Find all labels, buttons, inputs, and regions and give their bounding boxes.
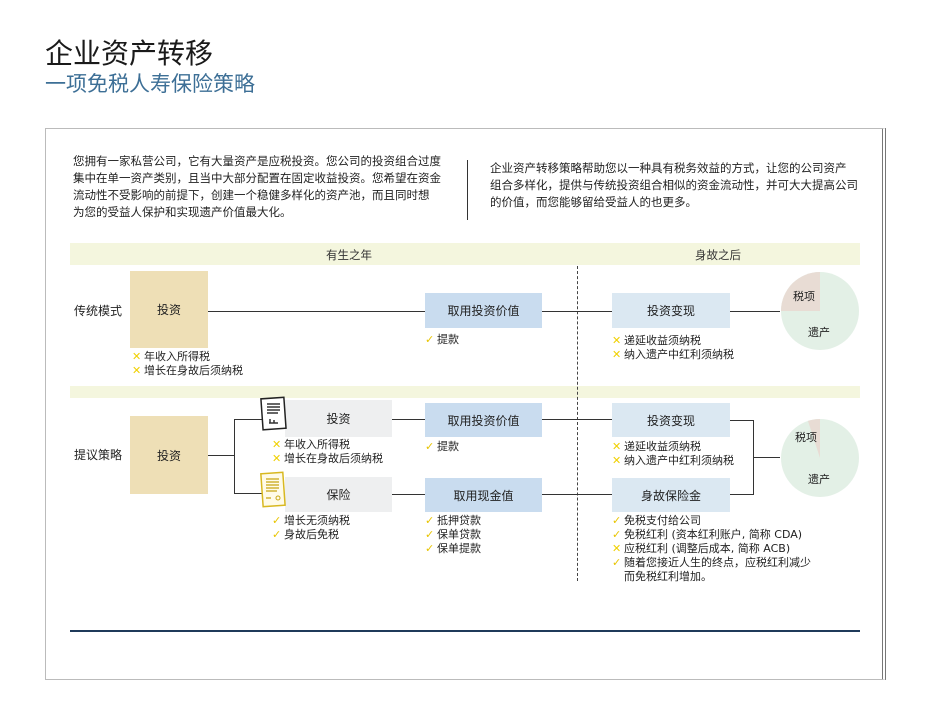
intro-line: 您拥有一家私营公司，它有大量资产是应税投资。您公司的投资组合过度 bbox=[73, 154, 441, 168]
access-invest-items: ✓提款 bbox=[425, 440, 459, 454]
pie-estate-label: 遗产 bbox=[808, 326, 830, 339]
access-invest-box: 取用投资价值 bbox=[425, 403, 542, 437]
pie-tax-slice bbox=[781, 272, 820, 311]
item: ✕增长在身故后须纳税 bbox=[272, 452, 383, 465]
intro-left: 您拥有一家私营公司，它有大量资产是应税投资。您公司的投资组合过度 集中在单一资产… bbox=[73, 153, 458, 221]
item: ✓保单提款 bbox=[425, 542, 481, 555]
bottom-rule bbox=[70, 630, 860, 632]
traditional-access-items: ✓提款 bbox=[425, 333, 459, 347]
row-separator bbox=[70, 386, 860, 398]
phase-death: 身故之后 bbox=[695, 248, 741, 262]
connector bbox=[234, 419, 264, 420]
investment-document-icon bbox=[260, 396, 287, 431]
intro-line: 的价值，而您能够留给受益人的也更多。 bbox=[490, 195, 697, 209]
intro-right: 企业资产转移策略帮助您以一种具有税务效益的方式，让您的公司资产 组合多样化，提供… bbox=[490, 160, 870, 211]
item: ✕递延收益须纳税 bbox=[612, 334, 701, 347]
intro-line: 为您的受益人保护和实现遗产价值最大化。 bbox=[73, 205, 292, 219]
sub-invest-items: ✕年收入所得税 ✕增长在身故后须纳税 bbox=[272, 438, 383, 466]
page-title: 企业资产转移 bbox=[45, 37, 214, 70]
connector bbox=[234, 493, 264, 494]
connector bbox=[208, 455, 234, 456]
item: ✕纳入遗产中红利须纳税 bbox=[612, 454, 734, 467]
connector bbox=[542, 494, 612, 495]
divider bbox=[467, 160, 468, 220]
item: ✓抵押贷款 bbox=[425, 514, 481, 527]
connector bbox=[730, 311, 780, 312]
proposed-liquidate-box: 投资变现 bbox=[612, 403, 730, 437]
item: ✓增长无须纳税 bbox=[272, 514, 350, 527]
pie-tax-slice bbox=[807, 419, 820, 458]
connector bbox=[392, 419, 425, 420]
item: ✕递延收益须纳税 bbox=[612, 440, 701, 453]
item: ✕应税红利 (调整后成本, 简称 ACB) bbox=[612, 542, 791, 555]
item: ✓提款 bbox=[425, 440, 459, 453]
item: ✓免税支付给公司 bbox=[612, 514, 701, 527]
item: ✓随着您接近人生的终点，应税红利减少 bbox=[612, 556, 811, 569]
item: ✕纳入遗产中红利须纳税 bbox=[612, 348, 734, 361]
traditional-liquidate-items: ✕递延收益须纳税 ✕纳入遗产中红利须纳税 bbox=[612, 334, 734, 362]
proposed-invest-box: 投资 bbox=[130, 416, 208, 494]
phase-divider bbox=[577, 266, 578, 581]
proposed-pie bbox=[781, 419, 859, 497]
item: ✕增长在身故后须纳税 bbox=[132, 364, 243, 377]
traditional-pie bbox=[781, 272, 859, 350]
intro-line: 集中在单一资产类别，且当中大部分配置在固定收益投资。您希望在资金 bbox=[73, 171, 441, 185]
item: ✕年收入所得税 bbox=[132, 350, 210, 363]
insurance-policy-icon bbox=[260, 471, 286, 508]
connector bbox=[753, 457, 780, 458]
item: 而免税红利增加。 bbox=[624, 570, 712, 583]
connector bbox=[208, 311, 425, 312]
item: ✕年收入所得税 bbox=[272, 438, 350, 451]
item: ✓保单贷款 bbox=[425, 528, 481, 541]
proposed-liquidate-items: ✕递延收益须纳税 ✕纳入遗产中红利须纳税 bbox=[612, 440, 734, 468]
row-label-traditional: 传统模式 bbox=[74, 304, 123, 318]
connector bbox=[730, 420, 753, 421]
connector bbox=[542, 311, 612, 312]
traditional-access-box: 取用投资价值 bbox=[425, 293, 542, 328]
item: ✓免税红利 (资本红利账户, 简称 CDA) bbox=[612, 528, 803, 541]
traditional-liquidate-box: 投资变现 bbox=[612, 293, 730, 328]
page-subtitle: 一项免税人寿保险策略 bbox=[45, 72, 255, 96]
pie-estate-label: 遗产 bbox=[808, 473, 830, 486]
connector bbox=[542, 419, 612, 420]
intro-line: 企业资产转移策略帮助您以一种具有税务效益的方式，让您的公司资产 bbox=[490, 161, 847, 175]
insurance-box: 保险 bbox=[285, 477, 392, 512]
death-benefit-box: 身故保险金 bbox=[612, 478, 730, 512]
row-label-proposed: 提议策略 bbox=[74, 448, 123, 462]
item: ✓提款 bbox=[425, 333, 459, 346]
traditional-invest-box: 投资 bbox=[130, 271, 208, 348]
connector bbox=[234, 419, 235, 494]
access-cash-box: 取用现金值 bbox=[425, 478, 542, 512]
death-benefit-items: ✓免税支付给公司 ✓免税红利 (资本红利账户, 简称 CDA) ✕应税红利 (调… bbox=[612, 514, 811, 584]
phase-life: 有生之年 bbox=[326, 248, 372, 262]
insurance-items: ✓增长无须纳税 ✓身故后免税 bbox=[272, 514, 350, 542]
access-cash-items: ✓抵押贷款 ✓保单贷款 ✓保单提款 bbox=[425, 514, 481, 556]
item: ✓身故后免税 bbox=[272, 528, 339, 541]
sub-invest-box: 投资 bbox=[285, 400, 392, 437]
pie-tax-label: 税项 bbox=[793, 290, 815, 303]
content-panel bbox=[45, 128, 886, 680]
connector bbox=[730, 494, 753, 495]
intro-line: 流动性不受影响的前提下，创建一个稳健多样化的资产池，而且同时想 bbox=[73, 188, 430, 202]
pie-tax-label: 税项 bbox=[795, 431, 817, 444]
intro-line: 组合多样化，提供与传统投资组合相似的资金流动性，并可大大提高公司 bbox=[490, 178, 858, 192]
phase-band bbox=[70, 243, 860, 265]
connector bbox=[392, 494, 425, 495]
traditional-invest-items: ✕年收入所得税 ✕增长在身故后须纳税 bbox=[132, 350, 243, 378]
